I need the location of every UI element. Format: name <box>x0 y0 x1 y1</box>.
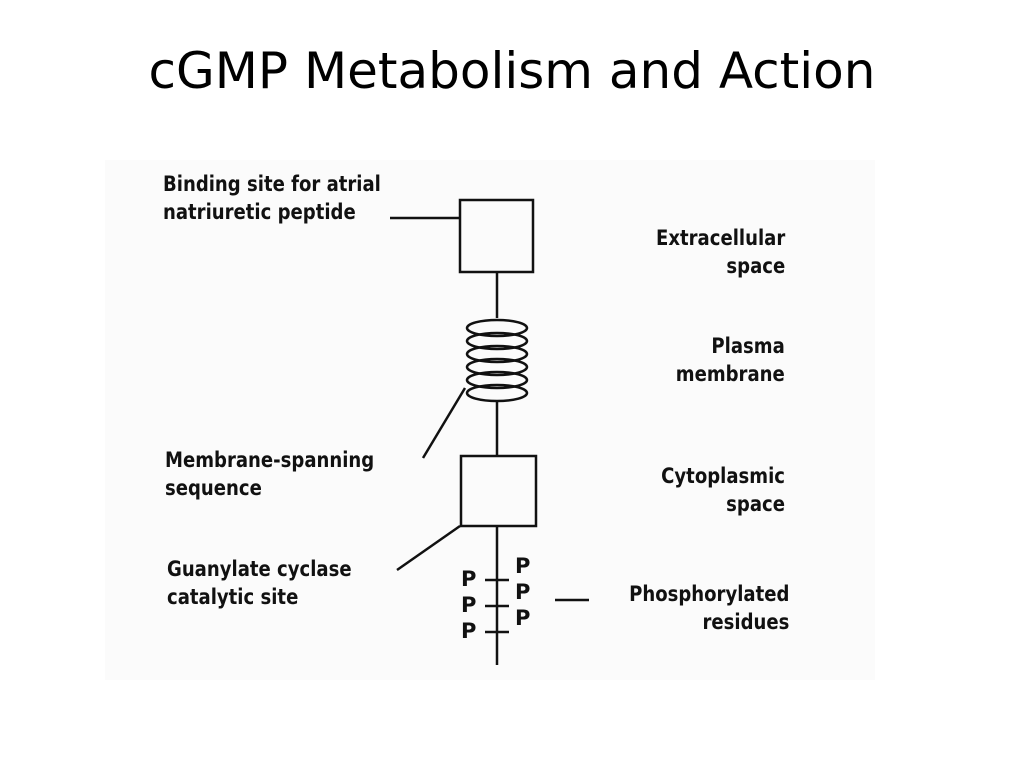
cytoplasmic-line-2: space <box>726 492 785 516</box>
phosphate-left-3: P <box>461 619 477 643</box>
receptor-diagram-drawing <box>390 198 589 665</box>
catalytic-site-label: Guanylate cyclase catalytic site <box>167 555 352 611</box>
plasma-membrane-label: Plasma membrane <box>676 332 785 388</box>
membrane-spanning-line-2: sequence <box>165 476 262 500</box>
binding-site-line-1: Binding site for atrial <box>163 172 381 196</box>
plasma-membrane-line-1: Plasma <box>711 334 785 358</box>
membrane-helix <box>465 318 529 403</box>
slide-title: cGMP Metabolism and Action <box>148 42 876 100</box>
binding-site-label: Binding site for atrial natriuretic pept… <box>163 170 381 226</box>
phosphorylated-line-1: Phosphorylated <box>628 582 789 606</box>
extracellular-label: Extracellular space <box>656 224 785 280</box>
receptor-diagram: Binding site for atrial natriuretic pept… <box>105 160 875 680</box>
binding-site-line-2: natriuretic peptide <box>163 200 356 224</box>
membrane-spanning-leader <box>421 387 467 459</box>
catalytic-domain-box <box>459 454 538 528</box>
phosphate-left-1: P <box>461 567 477 591</box>
extracellular-domain-box <box>458 198 535 274</box>
phosphorylated-line-2: residues <box>702 610 789 634</box>
cytoplasmic-line-1: Cytoplasmic <box>661 464 785 488</box>
catalytic-site-leader <box>396 524 461 572</box>
cytoplasmic-label: Cytoplasmic space <box>661 462 785 518</box>
phosphate-right-2: P <box>515 580 531 604</box>
membrane-spanning-label: Membrane-spanning sequence <box>165 446 374 502</box>
phosphate-left-2: P <box>461 593 477 617</box>
plasma-membrane-line-2: membrane <box>675 362 785 386</box>
catalytic-site-line-1: Guanylate cyclase <box>167 557 352 581</box>
phosphorylated-label: Phosphorylated residues <box>629 580 789 636</box>
phosphate-right-3: P <box>515 606 531 630</box>
catalytic-site-line-2: catalytic site <box>167 585 299 609</box>
extracellular-line-2: space <box>726 254 785 278</box>
phosphate-right-1: P <box>515 554 531 578</box>
extracellular-line-1: Extracellular <box>655 226 785 250</box>
membrane-spanning-line-1: Membrane-spanning <box>165 448 375 472</box>
